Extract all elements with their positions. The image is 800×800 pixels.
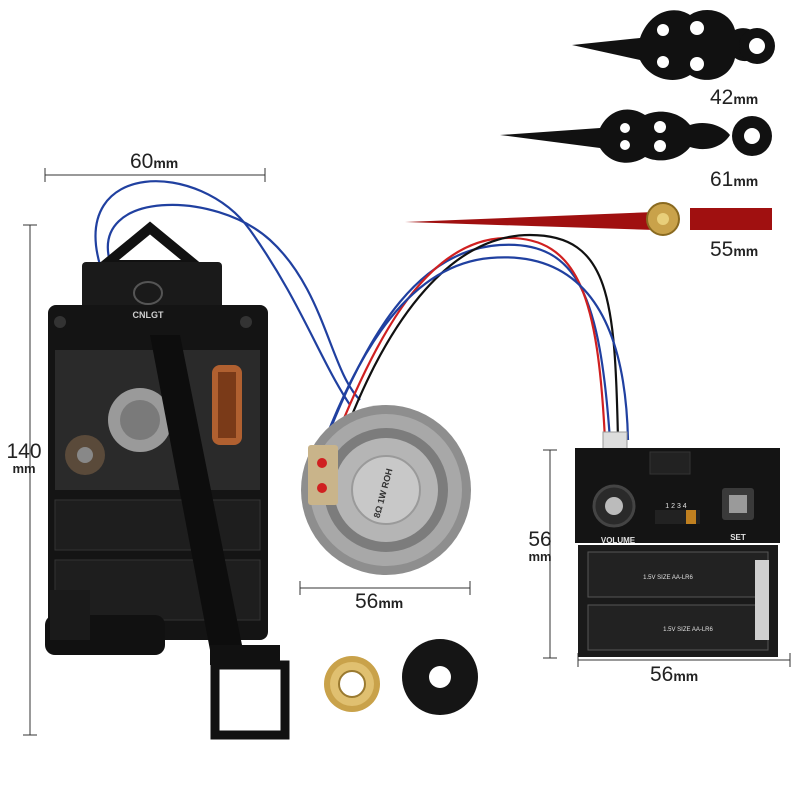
- set-label: SET: [730, 533, 746, 542]
- speaker: [301, 405, 471, 575]
- movement-width-label: 60mm: [130, 150, 179, 173]
- switch-numbers: 1 2 3 4: [665, 503, 687, 510]
- speaker-width-label: 56mm: [355, 590, 404, 613]
- second-hand-length-label: 55mm: [710, 238, 759, 261]
- hour-hand-length-label: 42mm: [710, 86, 759, 109]
- rubber-washer: [402, 639, 478, 715]
- control-box-width-label: 56mm: [650, 663, 699, 686]
- brass-nut: [324, 656, 380, 712]
- minute-hand-length-label: 61mm: [710, 168, 759, 191]
- movement-logo: CNLGT: [133, 310, 164, 320]
- volume-label: VOLUME: [601, 536, 636, 545]
- second-hand: [405, 202, 772, 236]
- dimension-lines: [23, 168, 791, 736]
- minute-hand: [500, 109, 772, 163]
- battery-label-top: 1.5V SIZE AA-LR6: [643, 575, 693, 581]
- hour-hand: [572, 10, 775, 80]
- control-box: [575, 431, 780, 657]
- wires: [94, 180, 630, 441]
- pendulum-movement: [45, 221, 290, 740]
- battery-label-bottom: 1.5V SIZE AA-LR6: [663, 627, 713, 633]
